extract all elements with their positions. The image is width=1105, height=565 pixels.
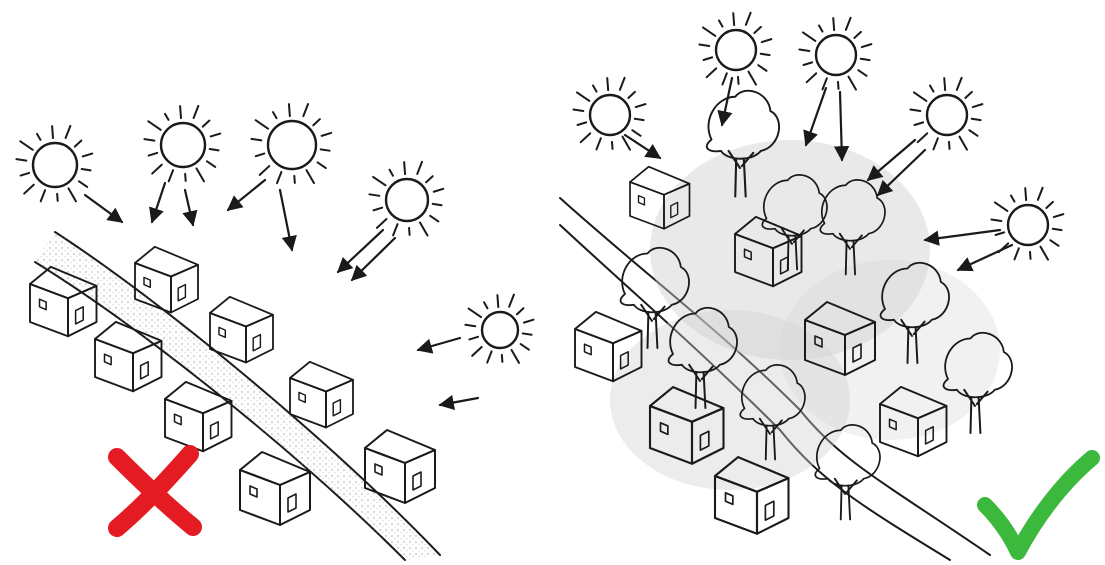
sun-ray-arrow xyxy=(228,180,265,210)
sun-ray-arrow xyxy=(958,245,1012,270)
sun-icon xyxy=(144,106,220,181)
road-left xyxy=(35,232,440,560)
sun-ray-arrow xyxy=(85,195,122,222)
sun-ray-arrow xyxy=(338,230,383,272)
green-check-icon xyxy=(985,458,1092,552)
sun-ray-arrow xyxy=(185,190,193,225)
left-panel xyxy=(16,104,533,560)
sun-icon xyxy=(251,104,331,183)
sun-ray-arrows-left xyxy=(85,180,478,405)
sun-ray-arrow xyxy=(280,190,292,250)
sun-icon xyxy=(573,78,645,150)
sun-icon xyxy=(369,162,443,236)
sun-ray-arrow xyxy=(418,338,460,350)
sun-icon xyxy=(799,18,871,90)
sun-icon xyxy=(699,13,771,85)
red-cross-icon xyxy=(117,454,193,528)
house-icon xyxy=(290,362,353,428)
sun-ray-arrow xyxy=(625,135,660,158)
sun-ray-arrow xyxy=(806,88,826,145)
house-icon xyxy=(210,297,273,363)
sun-ray-arrow xyxy=(152,183,165,222)
house-icon xyxy=(365,430,435,503)
sun-ray-arrow xyxy=(440,398,478,405)
house-icon xyxy=(135,247,198,313)
sun-ray-arrow xyxy=(722,78,732,125)
right-panel xyxy=(560,13,1092,560)
sun-icon xyxy=(910,78,982,150)
sun-ray-arrow xyxy=(925,230,1000,240)
sun-icon xyxy=(465,295,533,363)
sun-ray-arrow xyxy=(352,238,395,280)
sun-ray-arrow xyxy=(868,140,915,180)
sun-icon xyxy=(16,126,92,201)
